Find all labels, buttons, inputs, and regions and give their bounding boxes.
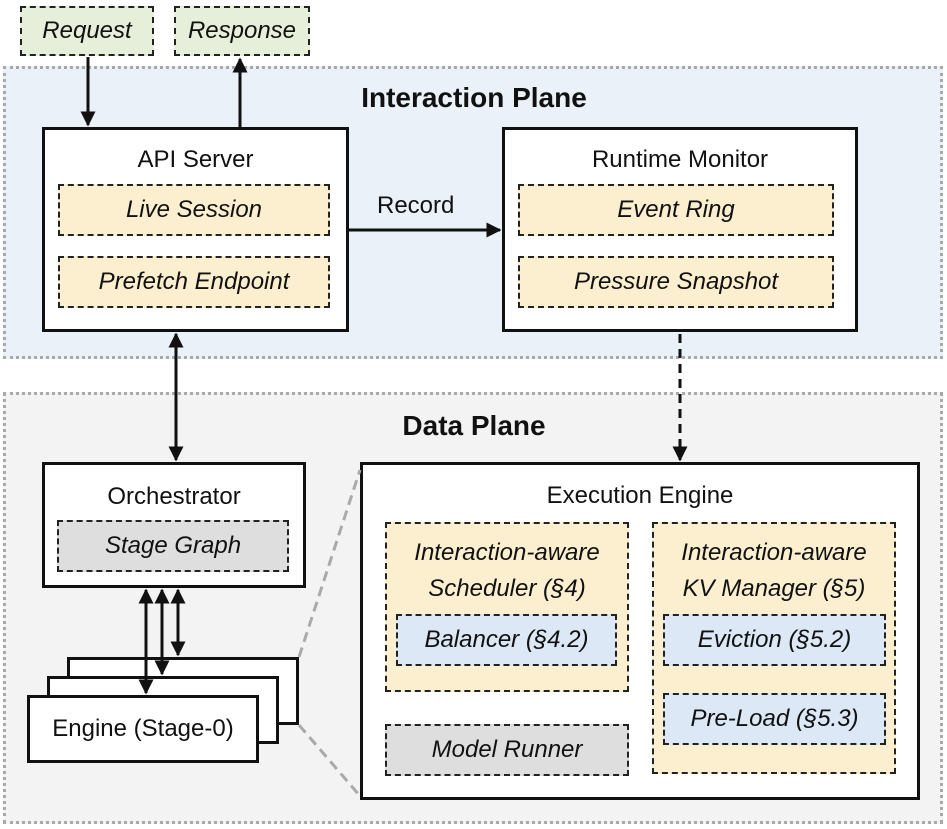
engine-stage-0-label: Engine (Stage-0): [52, 715, 234, 742]
response-label: Response: [187, 17, 297, 44]
data-plane-title: Data Plane: [402, 410, 546, 441]
orchestrator-title: Orchestrator: [107, 483, 241, 510]
balancer-label: Balancer (§4.2): [424, 626, 589, 653]
zoom-line-bottom: [297, 724, 362, 797]
execution-engine-title: Execution Engine: [546, 482, 734, 509]
api-server-title: API Server: [137, 146, 254, 173]
runtime-monitor-title: Runtime Monitor: [591, 146, 769, 173]
eviction-label: Eviction (§5.2): [697, 626, 852, 653]
engine-stage-0: Engine (Stage-0): [27, 695, 259, 763]
stage-graph-label: Stage Graph: [104, 532, 242, 559]
stage-graph-chip: Stage Graph: [57, 520, 289, 572]
record-label: Record: [377, 192, 455, 219]
pressure-snapshot-label: Pressure Snapshot: [573, 268, 779, 295]
live-session-label: Live Session: [125, 196, 263, 223]
kv-manager-title-line2: KV Manager (§5): [682, 575, 866, 602]
pressure-snapshot-chip: Pressure Snapshot: [518, 256, 834, 308]
event-ring-label: Event Ring: [617, 196, 735, 223]
model-runner-label: Model Runner: [431, 736, 583, 763]
response-node: Response: [174, 6, 310, 56]
event-ring-chip: Event Ring: [518, 184, 834, 236]
interaction-plane-title: Interaction Plane: [361, 82, 587, 113]
prefetch-endpoint-chip: Prefetch Endpoint: [58, 256, 330, 308]
balancer-chip: Balancer (§4.2): [396, 614, 617, 666]
request-node: Request: [20, 6, 154, 56]
prefetch-endpoint-label: Prefetch Endpoint: [98, 268, 290, 295]
preload-chip: Pre-Load (§5.3): [663, 693, 886, 745]
scheduler-title-line1: Interaction-aware: [414, 539, 600, 566]
eviction-chip: Eviction (§5.2): [663, 614, 886, 666]
scheduler-title-line2: Scheduler (§4): [428, 575, 586, 602]
live-session-chip: Live Session: [58, 184, 330, 236]
request-label: Request: [42, 17, 132, 44]
kv-manager-title-line1: Interaction-aware: [681, 539, 867, 566]
zoom-line-top: [297, 469, 362, 658]
model-runner-chip: Model Runner: [385, 724, 629, 776]
preload-label: Pre-Load (§5.3): [690, 705, 859, 732]
